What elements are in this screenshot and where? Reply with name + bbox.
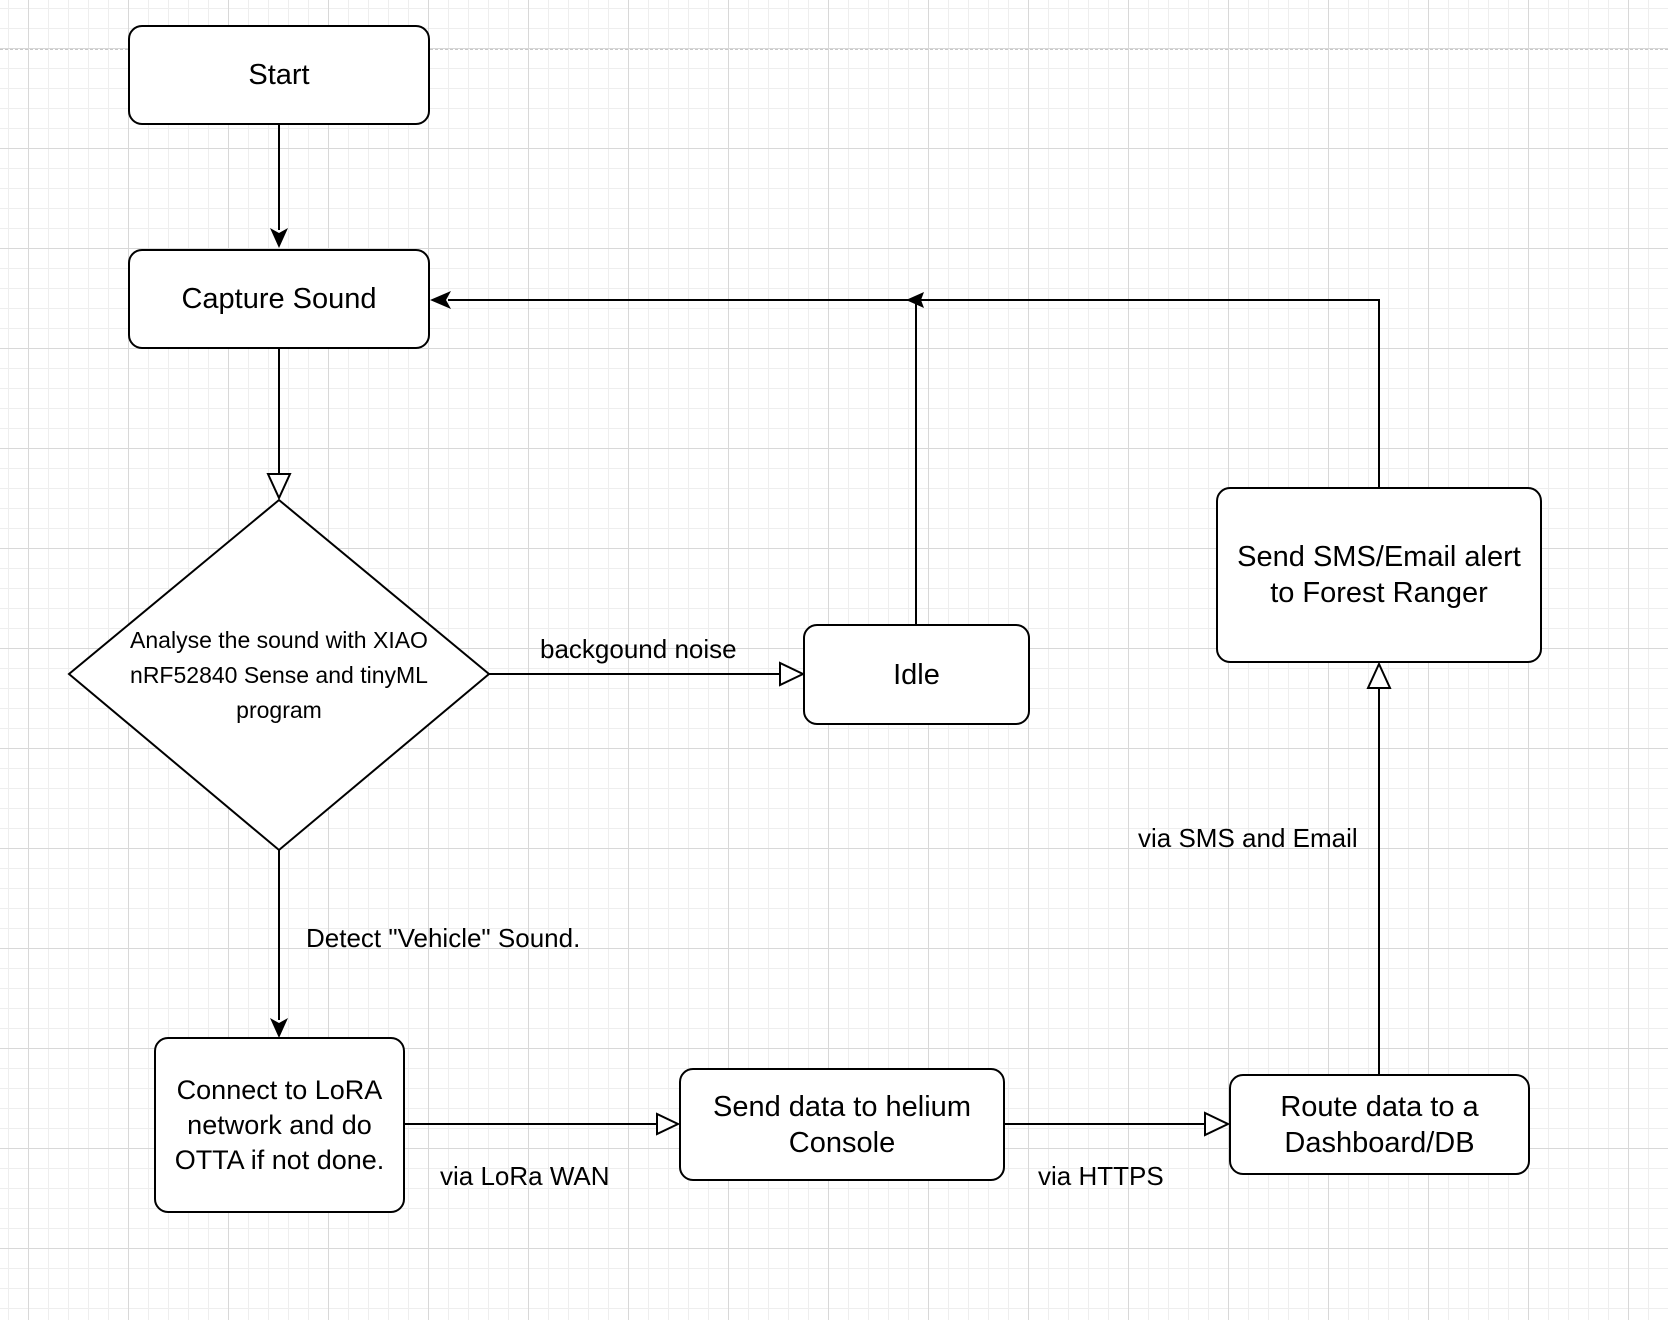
route-data-node[interactable]: Route data to a Dashboard/DB <box>1229 1074 1530 1175</box>
arrowhead-filled <box>270 1018 288 1038</box>
edge-idle-to-capture <box>906 292 924 624</box>
edge-start-to-capture <box>270 125 288 248</box>
edge-helium-to-route <box>1004 1111 1231 1137</box>
arrowhead-open <box>266 473 292 501</box>
analyse-decision-label[interactable]: Analyse the sound with XIAO nRF52840 Sen… <box>130 626 428 723</box>
edge-route-to-alert <box>1366 661 1392 1074</box>
send-helium-node[interactable]: Send data to helium Console <box>679 1068 1005 1181</box>
arrowhead-open <box>779 661 806 687</box>
send-alert-node[interactable]: Send SMS/Email alert to Forest Ranger <box>1216 487 1542 663</box>
edge-connect-to-helium <box>404 1112 681 1136</box>
edge-analyse-to-idle <box>489 661 806 687</box>
capture-sound-node[interactable]: Capture Sound <box>128 249 430 349</box>
arrowhead-filled <box>906 292 924 308</box>
arrowhead-open <box>1204 1111 1231 1137</box>
arrowhead-filled <box>430 291 451 309</box>
edge-analyse-to-connect <box>270 850 288 1038</box>
arrowhead-open <box>656 1112 681 1136</box>
edge-alert-to-capture <box>430 291 1380 487</box>
label-detect-vehicle: Detect "Vehicle" Sound. <box>306 923 581 953</box>
arrowhead-filled <box>270 228 288 248</box>
label-via-sms-email: via SMS and Email <box>1138 823 1358 853</box>
label-via-https: via HTTPS <box>1038 1161 1164 1191</box>
connect-lora-node[interactable]: Connect to LoRA network and do OTTA if n… <box>154 1037 405 1213</box>
label-background-noise: backgound noise <box>540 634 737 664</box>
idle-node[interactable]: Idle <box>803 624 1030 725</box>
start-node[interactable]: Start <box>128 25 430 125</box>
arrowhead-open <box>1366 661 1392 689</box>
edge-capture-to-analyse <box>266 349 292 501</box>
page-top-guide <box>0 49 1668 50</box>
label-via-lora-wan: via LoRa WAN <box>440 1161 610 1191</box>
